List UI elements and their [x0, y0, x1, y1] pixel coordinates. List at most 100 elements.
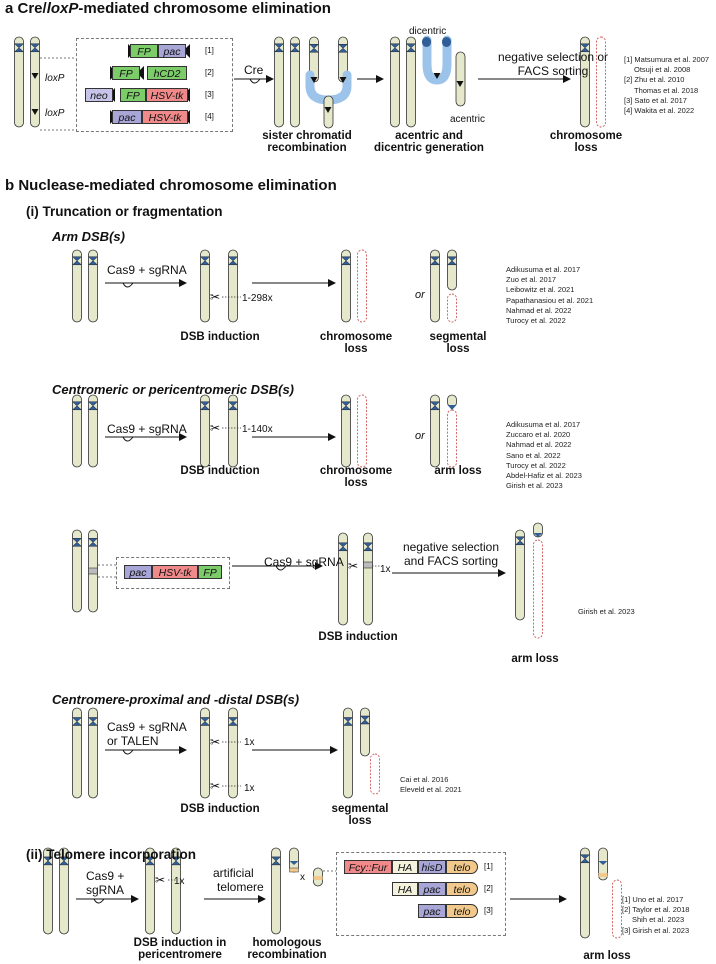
cen-reagent: Cas9 + sgRNA — [107, 422, 187, 436]
prox-e1-centromere — [342, 717, 354, 726]
cassette3-fp: FP — [120, 88, 146, 102]
a-chrom-2 — [30, 36, 40, 128]
ref-a-6: [4] Wakita et al. 2022 — [624, 106, 695, 116]
telo-f2-cen — [598, 861, 608, 865]
step2-label: acentric and dicentric generation — [374, 130, 484, 154]
telo-scissors: ✂ — [155, 873, 165, 887]
telo-art2: telomere — [217, 880, 264, 894]
cas-d1 — [338, 532, 348, 626]
a-s1-tri-1 — [310, 77, 318, 83]
cen-c2-centromere — [87, 401, 99, 411]
cas-e1-centromere — [514, 536, 526, 546]
cen-e1 — [341, 394, 351, 468]
a-s2-chrom-1 — [390, 36, 400, 128]
arm-reagent: Cas9 + sgRNA — [107, 263, 187, 277]
prox-reagent2: or TALEN — [107, 734, 159, 748]
arm-f2-centromere — [446, 256, 458, 266]
prox-e1 — [343, 707, 353, 799]
arm-d2 — [228, 249, 238, 323]
step3-label: chromosome loss — [549, 130, 623, 154]
cassette1-pac: pac — [158, 44, 186, 58]
ref-a-3: [2] Zhu et al. 2010 — [624, 75, 685, 85]
arm-seg-loss: segmental loss — [429, 331, 487, 355]
telo-c1-centromere — [42, 856, 54, 866]
ref-a-1: [1] Matsumura et al. 2007 — [624, 55, 710, 64]
telo-ref-1: [1] Uno et al. 2017 — [622, 895, 684, 904]
cre-label: Cre — [244, 63, 264, 77]
a-s2-dicentric — [422, 35, 452, 85]
prox-e-lost — [370, 753, 380, 795]
prox-c2-centromere — [87, 717, 99, 726]
telo-c1 — [43, 847, 53, 935]
step1-label: sister chromatid recombination — [262, 130, 352, 154]
a-loxp-tri-2 — [31, 109, 39, 115]
a-chrom-1 — [14, 36, 24, 128]
arm-d1 — [200, 249, 210, 323]
a-s2-acentric — [455, 51, 466, 107]
cen-scissors: ✂ — [210, 421, 220, 435]
ref-a-5: [3] Sato et al. 2017 — [624, 95, 687, 105]
cassette1-ref: [1] — [205, 46, 214, 55]
cas-pac: pac — [124, 565, 152, 579]
arm-c1-centromere — [71, 256, 83, 266]
cas-fp: FP — [198, 565, 222, 579]
cassette2-fp: FP — [112, 66, 140, 80]
cen-dsb-label: DSB induction — [180, 465, 260, 477]
cen-hook — [122, 436, 134, 442]
prox-scissors-2: ✂ — [210, 779, 220, 793]
cen-c1 — [72, 394, 82, 468]
arm-c1 — [72, 249, 82, 323]
telo-c1-ref: [1] — [484, 862, 493, 871]
telo-f-lost — [612, 879, 622, 939]
cen-e-lost — [357, 394, 367, 468]
acentric-label: acentric — [450, 114, 486, 125]
prox-e2-centromere — [359, 715, 371, 725]
prox-dsb-label: DSB induction — [180, 803, 260, 815]
prox-title: Centromere-proximal and -distal DSB(s) — [52, 692, 300, 707]
cas-e2-cen — [533, 533, 543, 537]
prox-e2 — [360, 707, 370, 757]
arm-c2 — [88, 249, 98, 323]
a-s2-tri-1 — [433, 73, 441, 79]
cas-d2 — [363, 532, 373, 626]
prox-c1 — [72, 707, 82, 799]
a-loxp-tri-1 — [31, 73, 39, 79]
telo-reagent2: sgRNA — [86, 883, 125, 897]
cen-title: Centromeric or pericentromeric DSB(s) — [52, 382, 295, 397]
arm-d1-centromere — [199, 256, 211, 266]
cas-hook — [275, 565, 287, 571]
cen-ref-5: Turocy et al. 2022 — [506, 460, 566, 470]
arm-count: 1-298x — [242, 293, 273, 304]
a-chrom-1-centromere — [13, 43, 25, 53]
telo-e2-cen — [289, 861, 299, 865]
cas-d-insert — [363, 561, 373, 569]
arm-chrom-loss: chromosome loss — [319, 331, 393, 355]
cen-arm-loss: arm loss — [434, 465, 482, 477]
cassette3-hsvtk: HSV-tk — [146, 88, 188, 102]
cas-d1-centromere — [337, 542, 349, 552]
arm-f-lost — [447, 293, 457, 323]
prox-count1: 1x — [244, 737, 255, 748]
cas-scissors: ✂ — [348, 559, 358, 573]
cas-c1-centromere — [71, 538, 83, 547]
cassette4-ref: [4] — [205, 112, 214, 121]
telo-c2-pac: pac — [418, 882, 446, 896]
telo-count: 1x — [174, 876, 185, 887]
prox-scissors-1: ✂ — [210, 735, 220, 749]
cas-ref: Girish et al. 2023 — [578, 607, 635, 616]
cas-reagent: Cas9 + sgRNA — [264, 555, 344, 569]
panel-a-references: [1] Matsumura et al. 2007 Otsuji et al. … — [624, 55, 709, 116]
arm-ref-5: Nahmad et al. 2022 — [506, 305, 572, 315]
prox-d1 — [200, 707, 210, 799]
cen-ref-7: Girish et al. 2023 — [506, 481, 563, 491]
telo-refs: [1] Uno et al. 2017 [2] Taylor et al. 20… — [622, 895, 689, 936]
a-s2-chrom-2-centromere — [405, 43, 417, 53]
arm-title: Arm DSB(s) — [52, 229, 125, 244]
cen-refs: Adikusuma et al. 2017 Zuccaro et al. 202… — [506, 420, 582, 491]
telo-c1-telo: telo — [446, 860, 478, 874]
telo-dsb-label: DSB induction in pericentromere — [133, 937, 227, 961]
cen-ref-4: Sano et al. 2022 — [506, 450, 561, 460]
a-s3-chrom-1 — [580, 36, 590, 128]
a-hook-1 — [249, 78, 261, 84]
cen-chrom-loss: chromosome loss — [319, 465, 393, 489]
